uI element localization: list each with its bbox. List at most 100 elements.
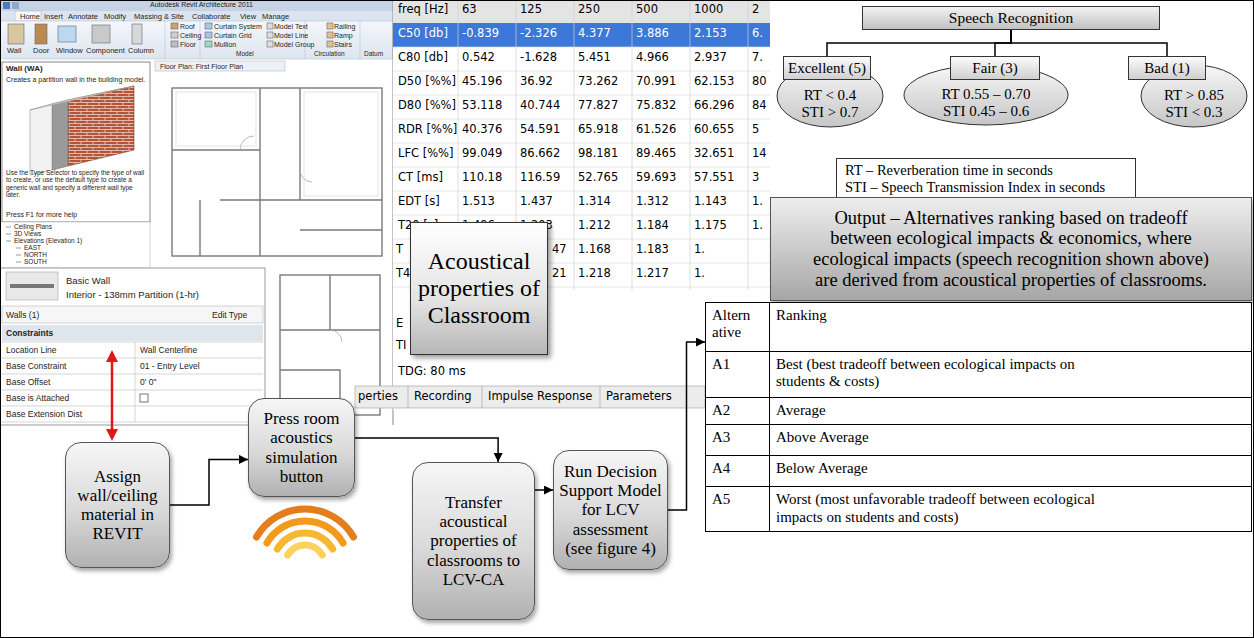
process-box: Assign wall/ceiling material in REVIT [65, 442, 170, 568]
table-cell: 32.651 [694, 148, 734, 160]
ui-label: Autodesk Revit Architecture 2011 [150, 1, 253, 8]
node-text: STI 0.45 – 0.6 [907, 103, 1065, 120]
ui-label: Ceiling Plans [14, 224, 52, 231]
node-text: RT 0.55 – 0.70 [907, 86, 1065, 103]
node-text: Excellent (5) [787, 60, 867, 77]
table-cell: A4 [706, 455, 769, 486]
ui-label: Manage [262, 13, 289, 21]
text-group: RT < 0.4STI > 0.7 [780, 87, 880, 121]
table-cell: RDR [%%] [398, 124, 457, 136]
table-cell: 0.542 [462, 52, 495, 64]
table-cell: 21 [552, 268, 567, 280]
rect-shape [205, 23, 212, 29]
ui-label: Basic Wall [66, 276, 110, 286]
table-cell: 98.181 [578, 148, 618, 160]
ui-label: Insert [44, 13, 63, 21]
text-group: Excellent (5) [787, 60, 867, 77]
table-cell: 2.937 [694, 52, 727, 64]
table-cell: A2 [706, 397, 769, 424]
view-tab [155, 61, 285, 71]
ui-label: Wall [7, 47, 21, 55]
ui-label: Model [236, 51, 254, 58]
path-shape [277, 533, 332, 549]
table-cell: 1.143 [694, 196, 727, 208]
table-cell: 4.966 [636, 52, 669, 64]
table-cell: 2 [752, 4, 759, 16]
ui-label: Annotate [68, 13, 98, 21]
connector [1011, 30, 1167, 56]
table-cell: 6. [752, 28, 763, 40]
ui-label: EAST [24, 245, 41, 252]
rect-shape [205, 41, 212, 47]
table-cell: 59.693 [636, 172, 676, 184]
ellipse-shape [904, 65, 1068, 125]
ui-label: Roof [180, 23, 195, 30]
rect-shape [267, 41, 273, 47]
tooltip [2, 62, 150, 222]
table-cell: 57.551 [694, 172, 734, 184]
ui-label: Modify [104, 13, 126, 21]
table-cell: Parameters [606, 391, 672, 403]
table-cell: 5 [752, 124, 759, 136]
table-cell: 110.18 [462, 172, 502, 184]
ui-label: Wall (WA) [6, 65, 43, 73]
table-cell: Worst (most unfavorable tradeoff between… [769, 486, 1251, 531]
output-box: Output – Alternatives ranking based on t… [770, 197, 1252, 301]
title-bar [0, 0, 393, 11]
path-shape [176, 92, 378, 196]
ui-label: Model Group [274, 41, 314, 48]
table-cell: 5.451 [578, 52, 611, 64]
ui-label: Wall Centerline [140, 346, 197, 355]
criteria-ellipse: RT > 0.85STI < 0.3 [1140, 64, 1248, 128]
table-cell: 89.465 [636, 148, 676, 160]
polygon-shape [30, 104, 52, 175]
ui-label: Column [128, 47, 154, 55]
table-cell: 1.312 [636, 196, 669, 208]
table-cell: -2.326 [520, 28, 557, 40]
table-cell: 86.662 [520, 148, 560, 160]
text-group: Press room acoustics simulation button [252, 409, 351, 485]
revit-screenshot [0, 0, 393, 425]
table-cell: 7. [752, 52, 763, 64]
node-text: Output – Alternatives ranking based on t… [805, 208, 1217, 291]
table-cell: A1 [706, 351, 769, 397]
table-cell: 1.168 [578, 244, 611, 256]
path-shape [458, 0, 748, 290]
cell-text: A3 [712, 429, 763, 446]
cell-text: A4 [712, 460, 763, 477]
table-cell: 60.655 [694, 124, 734, 136]
table-cell: 54.591 [520, 124, 560, 136]
rect-shape [205, 32, 212, 38]
constraints-header [2, 325, 263, 341]
table-cell: 1.212 [578, 220, 611, 232]
table-cell: 40.744 [520, 100, 560, 112]
wall-image [30, 86, 134, 175]
table-cell: 75.832 [636, 100, 676, 112]
ui-label: Base is Attached [6, 394, 69, 403]
table-cell: 125 [520, 4, 542, 16]
ui-label: Model Line [274, 32, 308, 39]
connector [535, 489, 553, 491]
cell-text: Average [776, 402, 1126, 419]
node-text: RT – Reverberation time in seconds [845, 162, 1127, 178]
table-cell: 2.153 [694, 28, 727, 40]
table-cell: 1.183 [636, 244, 669, 256]
rect-shape [327, 32, 333, 38]
ui-label: View [240, 13, 256, 21]
table-cell: 53.118 [462, 100, 502, 112]
table-cell: 45.196 [462, 76, 502, 88]
ellipse-shape [1141, 65, 1247, 127]
rect-shape [8, 24, 24, 44]
table-cell: 14 [752, 148, 767, 160]
rect-shape [171, 41, 178, 47]
table-cell: 77.827 [578, 100, 618, 112]
level-box: Bad (1) [1128, 56, 1206, 80]
ui-label: Base Extension Dist [6, 410, 82, 419]
table-cell: perties [358, 391, 398, 403]
rect-shape [58, 26, 76, 42]
text-group: Transfer acoustical properties of classr… [416, 493, 531, 588]
ui-label: Component [86, 47, 125, 55]
screen-bg [0, 0, 393, 425]
